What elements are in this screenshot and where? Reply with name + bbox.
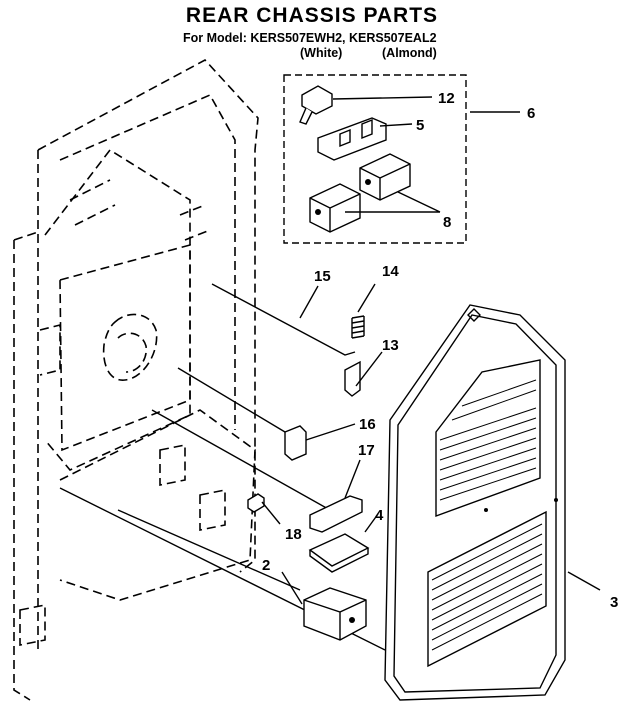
- clip: [344, 360, 361, 397]
- leader-lines: [261, 96, 601, 605]
- callout-labels: 12 6 5 8 15 14 13 16 17 4 18 2 3: [262, 90, 618, 611]
- board: [308, 533, 370, 567]
- variant-white: (White): [300, 46, 343, 60]
- terminal-block: [299, 85, 333, 125]
- callout-5: 5: [416, 117, 424, 134]
- block: [309, 183, 361, 233]
- callout-17: 17: [358, 442, 375, 459]
- guide-line: [177, 367, 286, 433]
- callout-14: 14: [382, 263, 399, 280]
- callout-18: 18: [285, 526, 302, 543]
- spring: [351, 315, 365, 339]
- callout-6: 6: [527, 105, 535, 122]
- callout-4: 4: [375, 507, 384, 524]
- strain-relief: [247, 493, 265, 513]
- guide-line: [151, 409, 331, 511]
- model-subtitle: For Model: KERS507EWH2, KERS507EAL2: [183, 31, 437, 45]
- block: [359, 153, 411, 201]
- variant-almond: (Almond): [382, 46, 437, 60]
- mount: [309, 548, 369, 573]
- guide-line: [117, 509, 301, 591]
- grille: [427, 359, 547, 668]
- terminal-block: [309, 495, 363, 533]
- rear-panel: [384, 304, 566, 701]
- bracket: [317, 117, 387, 161]
- part-group-box: [283, 74, 467, 244]
- diagram-title: REAR CHASSIS PARTS: [185, 4, 439, 27]
- callout-12: 12: [438, 90, 455, 107]
- box: [303, 587, 367, 641]
- callout-16: 16: [359, 416, 376, 433]
- wire: [211, 283, 356, 356]
- callout-2: 2: [262, 557, 270, 574]
- rear-chassis-frame: [13, 58, 259, 701]
- connector: [284, 425, 307, 461]
- callout-3: 3: [610, 594, 618, 611]
- callout-13: 13: [382, 337, 399, 354]
- callout-15: 15: [314, 268, 331, 285]
- callout-8: 8: [443, 214, 451, 231]
